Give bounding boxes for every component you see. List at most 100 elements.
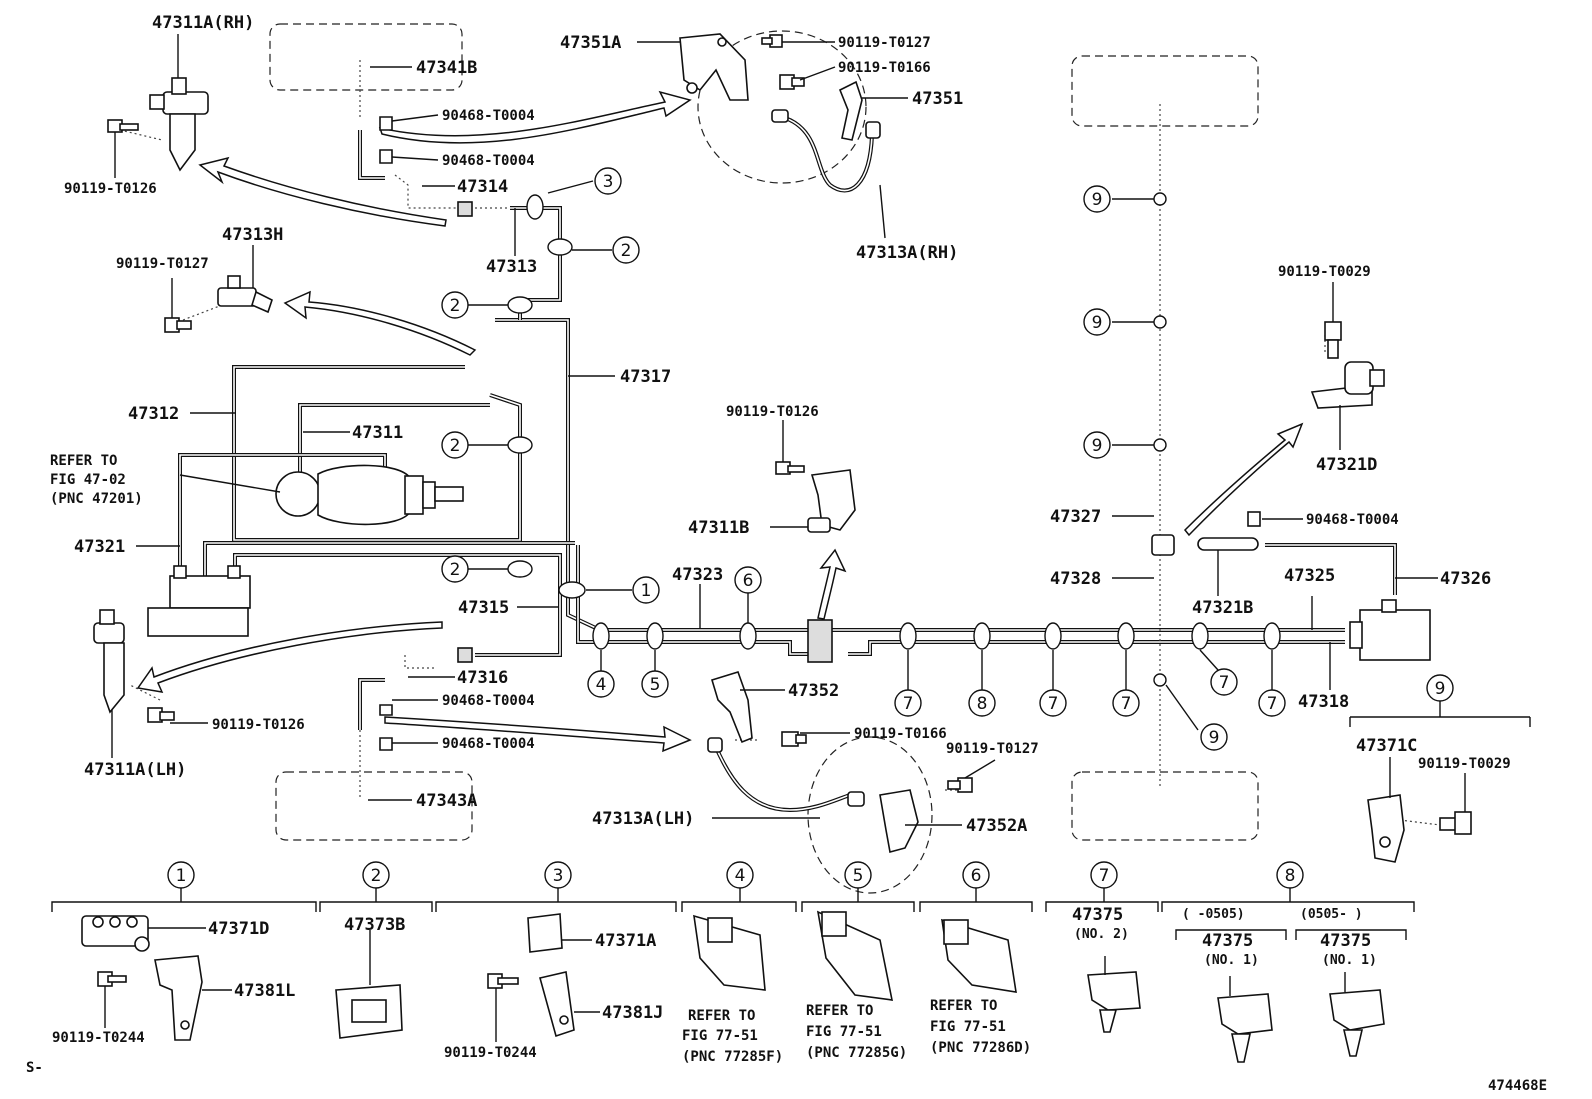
label-no1-a: (NO. 1) [1204, 953, 1259, 968]
label-90119-t0126-a: 90119-T0126 [64, 181, 157, 197]
callout-2: 2 [621, 241, 632, 261]
label-90468-t0004-e: 90468-T0004 [1306, 512, 1399, 528]
callout-2: 2 [450, 560, 461, 580]
tee-47313h-drawing [164, 275, 273, 333]
label-47311b: 47311B [688, 518, 749, 538]
tube-clamp-marks [507, 192, 1281, 687]
label-fig-77-51-4: FIG 77-51 [682, 1028, 758, 1044]
label-fig-77-51-6: FIG 77-51 [930, 1019, 1006, 1035]
label-refer-to-4: REFER TO [688, 1008, 755, 1024]
phantom-box-top-left [269, 23, 463, 91]
callout-7: 7 [1048, 694, 1059, 714]
label-47341b: 47341B [416, 58, 477, 78]
label-47375-no2: 47375 [1072, 905, 1123, 925]
callout-3: 3 [603, 172, 614, 192]
legend-callout-8: 8 [1285, 866, 1296, 886]
bolt-drawing [107, 119, 139, 133]
label-47313a-rh: 47313A(RH) [856, 243, 958, 263]
dotted-connectors [119, 60, 1441, 826]
phantom-box-bottom-left [275, 771, 473, 841]
clip-77285f-drawing [693, 914, 766, 991]
label-47311: 47311 [352, 423, 403, 443]
joint-47314-drawing [457, 201, 473, 217]
label-47318: 47318 [1298, 692, 1349, 712]
legend-callout-6: 6 [971, 866, 982, 886]
label-90119-t0127-c: 90119-T0127 [946, 741, 1039, 757]
valve-47326-drawing [1349, 599, 1431, 661]
label-47321b: 47321B [1192, 598, 1253, 618]
label-47313a-lh: 47313A(LH) [592, 809, 694, 829]
label-47327: 47327 [1050, 507, 1101, 527]
callout-9: 9 [1092, 190, 1103, 210]
callout-4: 4 [596, 675, 607, 695]
actuator-47321-drawing [147, 565, 251, 637]
label-47351a: 47351A [560, 33, 621, 53]
clip-47375-no1-b-drawing [1329, 989, 1385, 1057]
bracket-47311b-drawing [775, 461, 856, 533]
label-90119-t0127-b: 90119-T0127 [838, 35, 931, 51]
label-47371d: 47371D [208, 919, 269, 939]
callout-5: 5 [650, 675, 661, 695]
clip-77286d-drawing [941, 918, 1017, 993]
legend-strip: 1 2 3 4 5 6 7 8 [51, 861, 1415, 1065]
label-pnc-77286d: (PNC 77286D) [930, 1040, 1031, 1056]
detail-ellipse-bottom [807, 736, 933, 894]
callout-9: 9 [1092, 436, 1103, 456]
label-90468-t0004-c: 90468-T0004 [442, 693, 535, 709]
callout-1: 1 [641, 581, 652, 601]
callout-9: 9 [1209, 728, 1220, 748]
label-47313h: 47313H [222, 225, 283, 245]
label-no1-b: (NO. 1) [1322, 953, 1377, 968]
fitting-47321d-drawing [1310, 321, 1385, 409]
label-47381l: 47381L [234, 981, 295, 1001]
clip-47371a-drawing [487, 913, 575, 1038]
legend-callout-3: 3 [553, 866, 564, 886]
connector-47323-drawing [807, 619, 833, 663]
joint-47316-drawing [457, 647, 473, 663]
clips-90468-drawing [358, 116, 393, 751]
bracket-47351-drawing [838, 80, 863, 141]
label-pnc-77285g: (PNC 77285G) [806, 1045, 907, 1061]
flow-arrows [136, 90, 1304, 753]
label-47314: 47314 [457, 177, 508, 197]
footer-right-code: 474468E [1488, 1078, 1547, 1094]
clip-47375-no1-a-drawing [1217, 993, 1273, 1063]
label-47315: 47315 [458, 598, 509, 618]
legend-callout-4: 4 [735, 866, 746, 886]
master-cylinder-drawing [275, 464, 464, 526]
leader-lines [111, 34, 1531, 826]
callout-7: 7 [1219, 673, 1230, 693]
label-90119-t0029-b: 90119-T0029 [1418, 756, 1511, 772]
label-refer-to-6: REFER TO [930, 998, 997, 1014]
label-47351: 47351 [912, 89, 963, 109]
label-47375-no1-b: 47375 [1320, 931, 1371, 951]
clip-47375-no2-drawing [1087, 971, 1141, 1033]
label-fig-77-51-5: FIG 77-51 [806, 1024, 882, 1040]
label-47381j: 47381J [602, 1003, 663, 1023]
legend-callout-1: 1 [176, 866, 187, 886]
label-47373b: 47373B [344, 915, 405, 935]
hose-47321b-drawing [1197, 537, 1259, 551]
phantom-box-bottom-right [1071, 771, 1259, 841]
label-47371a: 47371A [595, 931, 656, 951]
bracket-47352a-drawing [879, 777, 973, 853]
callout-7: 7 [903, 694, 914, 714]
label-90119-t0166-a: 90119-T0166 [838, 60, 931, 76]
label-47313: 47313 [486, 257, 537, 277]
callout-2: 2 [450, 296, 461, 316]
legend-callout-7: 7 [1099, 866, 1110, 886]
label-47325: 47325 [1284, 566, 1335, 586]
detail-ellipse-top [697, 30, 867, 184]
label-90468-t0004-d: 90468-T0004 [442, 736, 535, 752]
legend-callout-2: 2 [371, 866, 382, 886]
label-90468-t0004-a: 90468-T0004 [442, 108, 535, 124]
label-47326: 47326 [1440, 569, 1491, 589]
label-47312: 47312 [128, 404, 179, 424]
label-47321d: 47321D [1316, 455, 1377, 475]
label-range-b: (0505- ) [1300, 907, 1363, 922]
clip-47373b-drawing [335, 984, 403, 1039]
label-90119-t0029-a: 90119-T0029 [1278, 264, 1371, 280]
label-47311a-rh: 47311A(RH) [152, 13, 254, 33]
hose-47313a-rh-drawing [771, 109, 881, 193]
